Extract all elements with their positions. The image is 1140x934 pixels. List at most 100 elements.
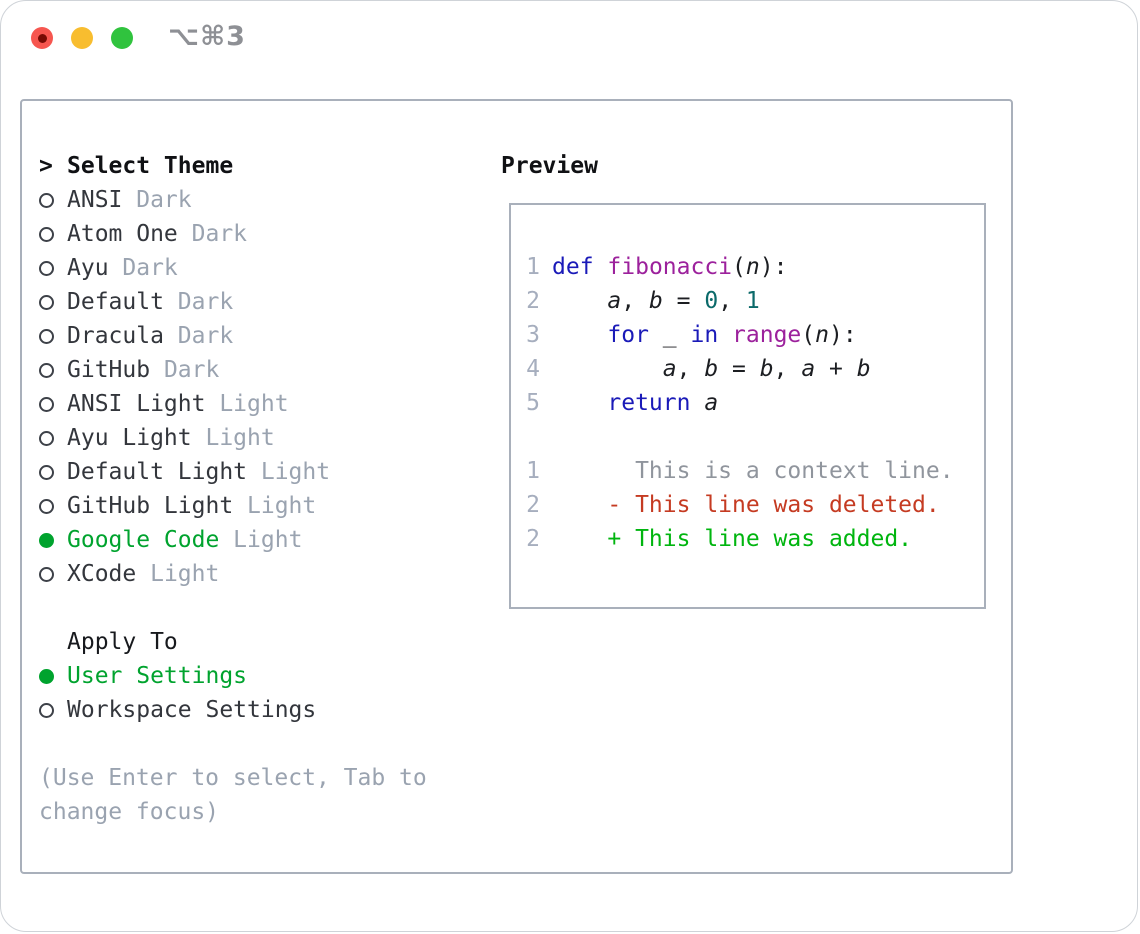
token-kw: in [690,322,719,348]
token-pl: _ [648,322,691,348]
token-pl: , [773,356,802,382]
token-pl [594,254,608,280]
token-pl: = [718,356,760,382]
theme-variant: Light [136,561,220,587]
code-line: 3 for _ in range(n): [525,318,984,352]
theme-option-ansi[interactable]: ANSI Dark [39,183,451,217]
window-title: ⌥⌘3 [168,21,246,52]
blank-line [525,420,984,454]
line-number: 2 [526,288,540,314]
token-pl: ): [829,322,857,348]
token-pl: , [621,288,649,314]
theme-variant: Dark [150,357,220,383]
theme-variant: Dark [122,187,192,213]
theme-variant: Light [219,527,303,553]
zoom-button[interactable] [111,27,133,49]
token-var: b [856,356,871,382]
radio-selected-icon [39,668,54,684]
token-pl: = [662,288,705,314]
radio-icon [39,430,54,446]
token-pl: ( [801,322,816,348]
token-lit: 0 [704,288,719,314]
theme-option-xcode[interactable]: XCode Light [39,557,451,591]
line-number: 1 [526,254,540,280]
code-line: 2 a, b = 0, 1 [525,284,984,318]
theme-variant: Dark [108,255,178,281]
theme-option-github-light[interactable]: GitHub Light Light [39,489,451,523]
theme-option-default[interactable]: Default Dark [39,285,451,319]
theme-option-dracula[interactable]: Dracula Dark [39,319,451,353]
spacer [39,591,451,625]
theme-option-ayu[interactable]: Ayu Dark [39,251,451,285]
token-pl: + [815,356,857,382]
theme-name: Google Code [67,527,220,553]
close-button[interactable] [31,27,53,49]
apply-to-label: Apply To [67,629,178,655]
theme-name: Dracula [67,323,164,349]
token-var: n [745,254,760,280]
token-pl [552,356,663,382]
code-line: 4 a, b = b, a + b [525,352,984,386]
token-pl: , [718,288,746,314]
theme-variant: Dark [163,323,234,349]
theme-option-ayu-light[interactable]: Ayu Light Light [39,421,451,455]
radio-icon [39,464,54,480]
token-fn: range [732,322,802,348]
theme-variant: Light [205,391,289,417]
code-line: 2 - This line was deleted. [525,488,984,522]
preview-header: Preview [501,153,598,179]
radio-icon [39,396,54,412]
token-pl [552,390,607,416]
token-pl: ): [759,254,788,280]
line-number: 2 [526,526,540,552]
apply-option-workspace-settings[interactable]: Workspace Settings [39,693,451,727]
theme-name: Default Light [67,459,248,485]
radio-selected-icon [39,532,54,548]
token-var: b [704,356,719,382]
close-dot-icon [37,33,47,43]
apply-name: User Settings [67,663,248,689]
theme-variant: Light [233,493,317,519]
theme-name: GitHub [67,357,151,383]
token-var: b [648,288,663,314]
token-var: n [815,322,830,348]
apply-option-user-settings[interactable]: User Settings [39,659,451,693]
theme-name: Ayu [67,255,109,281]
token-kw: def [552,254,594,280]
apply-to-header: Apply To [39,625,451,659]
token-kw: return [607,390,691,416]
code-line: 2 + This line was added. [525,522,984,556]
token-add: + This line was added. [552,526,913,552]
token-fn: fibonacci [607,254,733,280]
theme-option-atom-one[interactable]: Atom One Dark [39,217,451,251]
token-pl [690,390,704,416]
theme-option-ansi-light[interactable]: ANSI Light Light [39,387,451,421]
token-ctx: This is a context line. [552,458,954,484]
theme-name: ANSI [67,187,123,213]
apply-name: Workspace Settings [67,697,317,723]
token-var: a [801,356,816,382]
radio-icon [39,192,54,208]
line-number: 1 [526,458,540,484]
line-number: 5 [526,390,540,416]
theme-option-default-light[interactable]: Default Light Light [39,455,451,489]
token-var: b [759,356,774,382]
theme-name: ANSI Light [67,391,206,417]
code-line: 5 return a [525,386,984,420]
token-del: - This line was deleted. [552,492,940,518]
theme-option-github[interactable]: GitHub Dark [39,353,451,387]
token-kw: for [607,322,649,348]
minimize-button[interactable] [71,27,93,49]
line-number: 3 [526,322,540,348]
token-pl: ( [732,254,746,280]
token-lit: 1 [745,288,760,314]
token-pl [718,322,732,348]
radio-icon [39,328,54,344]
code-line: 1 def fibonacci(n): [525,250,984,284]
line-number: 2 [526,492,540,518]
radio-icon [39,260,54,276]
theme-option-google-code[interactable]: Google Code Light [39,523,451,557]
